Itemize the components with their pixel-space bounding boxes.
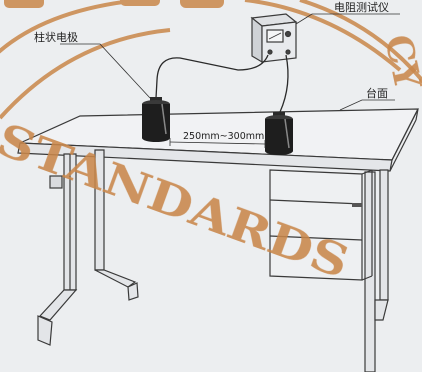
instrument-label: 电阻测试仪 bbox=[334, 1, 389, 14]
leader-lines bbox=[60, 13, 400, 111]
watermark-arcs bbox=[0, 0, 422, 120]
distance-label: 250mm~300mm bbox=[183, 131, 264, 142]
cables bbox=[155, 54, 289, 113]
electrode-label: 柱状电极 bbox=[34, 30, 78, 44]
table bbox=[17, 108, 419, 372]
table-surface-label: 台面 bbox=[366, 86, 388, 100]
resistance-tester bbox=[250, 13, 298, 64]
electrode-left bbox=[142, 97, 170, 142]
watermark-side-text: CY bbox=[376, 31, 422, 94]
electrode-right bbox=[265, 112, 293, 155]
distance-marker bbox=[169, 138, 266, 148]
